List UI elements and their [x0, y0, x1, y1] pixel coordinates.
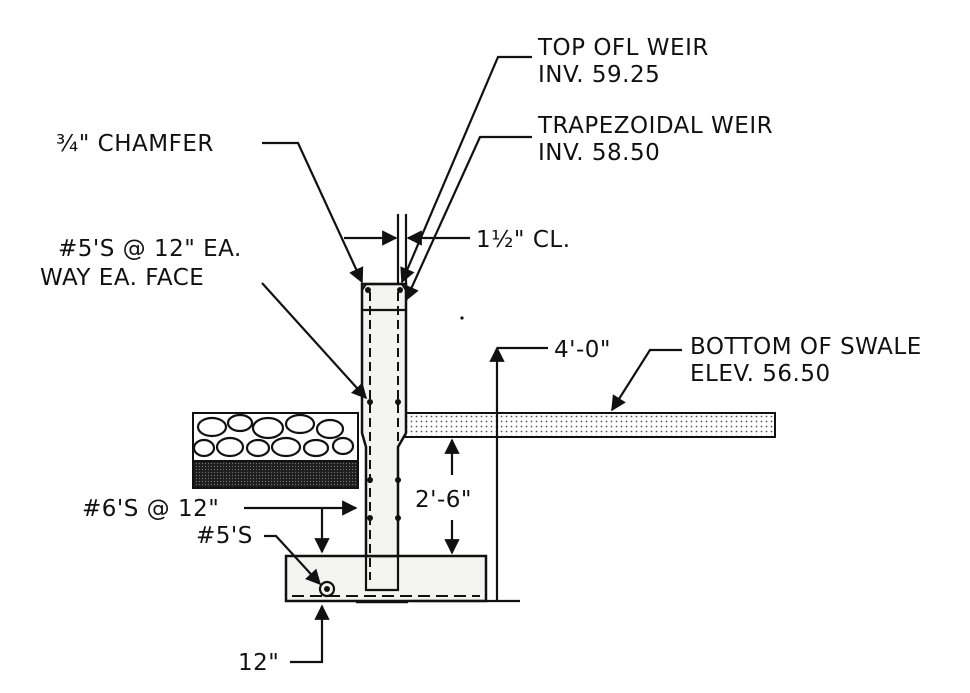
- trap-weir-label: TRAPEZOIDAL WEIR: [537, 113, 773, 139]
- clearance-label: 1½" CL.: [476, 227, 571, 253]
- footing-width-leader: [290, 604, 330, 664]
- chamfer-leader: [262, 141, 364, 284]
- rebar-face-label: #5'S @ 12" EA.: [58, 236, 242, 262]
- trap-weir-inv: INV. 58.50: [538, 140, 660, 166]
- swale-label: BOTTOM OF SWALE: [690, 334, 922, 360]
- rebar-5-leader: [264, 534, 322, 586]
- rebar-face-leader: [261, 282, 368, 400]
- top-ofl-weir-inv: INV. 59.25: [538, 62, 660, 88]
- swale-leader: [611, 348, 682, 412]
- weir-wall: [360, 282, 408, 558]
- height-total-label: 4'-0": [554, 337, 611, 363]
- rebar-face-label-2: WAY EA. FACE: [40, 265, 204, 291]
- rebar-5-label: #5'S: [196, 523, 253, 549]
- swale-elev-label: ELEV. 56.50: [690, 361, 831, 387]
- chamfer-label: ¾" CHAMFER: [56, 131, 214, 157]
- top-ofl-weir-label: TOP OFL WEIR: [537, 35, 709, 61]
- footing-width-label: 12": [238, 650, 279, 676]
- top-ofl-weir-leader: [400, 55, 532, 284]
- gravel-bedding: [192, 460, 359, 489]
- swale-ground: [399, 412, 776, 438]
- depth-label: 2'-6": [415, 487, 472, 513]
- wall-top-cap: [361, 282, 407, 291]
- rebar-6-label: #6'S @ 12": [82, 496, 219, 522]
- footing-rebar: [292, 580, 480, 604]
- wall-rebar: [365, 287, 403, 580]
- riprap-layer: [192, 412, 359, 462]
- trap-weir-leader: [404, 135, 532, 302]
